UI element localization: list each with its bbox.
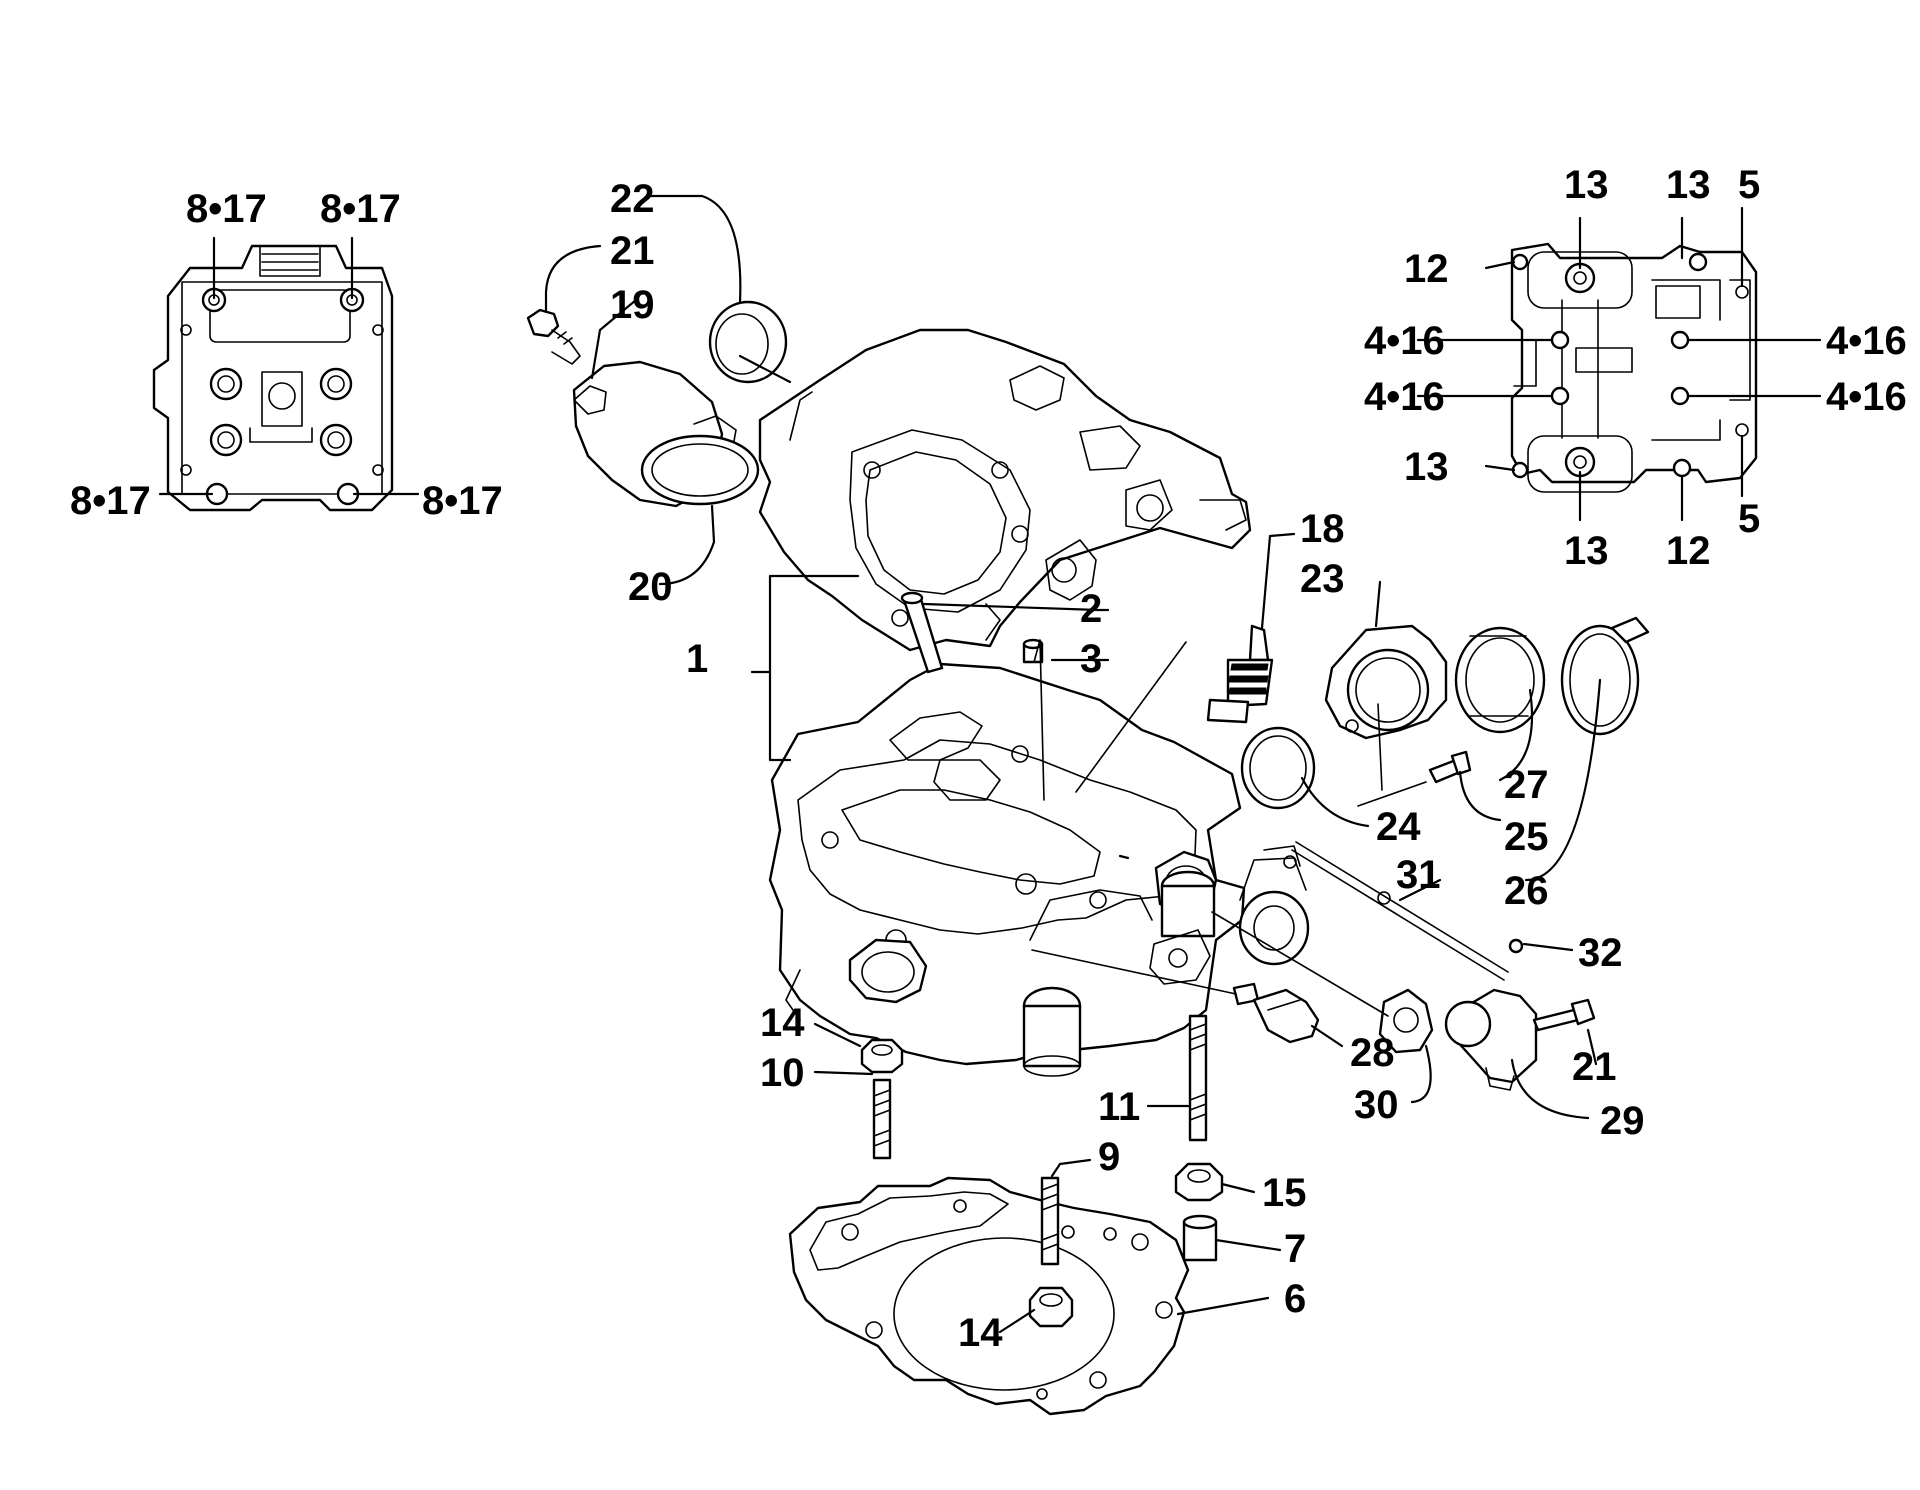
head-gasket [788, 1176, 1190, 1416]
temp-sensor-part-28 [1232, 982, 1320, 1044]
callout-4-16-right-1: 4•16 [1826, 319, 1907, 363]
callout-4-16-right-2: 4•16 [1826, 375, 1907, 419]
dowel-part-3 [1022, 638, 1044, 664]
callout-25: 25 [1504, 815, 1549, 859]
callout-4-16-left-1: 4•16 [1364, 319, 1445, 363]
bolt-part-21-lower [1532, 998, 1596, 1032]
thermostat-part-30 [1378, 988, 1434, 1054]
callout-8-17-top-right: 8•17 [320, 187, 401, 231]
callout-13-b: 13 [1666, 163, 1711, 207]
callout-27: 27 [1504, 763, 1549, 807]
head-top-view-detail [152, 236, 420, 512]
cylinder-head [768, 662, 1310, 1077]
seal-ring-part-22 [708, 300, 788, 384]
callout-15: 15 [1262, 1171, 1307, 1215]
callout-13-d: 13 [1564, 529, 1609, 573]
callout-13-a: 13 [1564, 163, 1609, 207]
callout-11: 11 [1098, 1085, 1140, 1129]
hose-clamp-part-26 [1560, 616, 1650, 736]
callout-21-upper: 21 [610, 229, 655, 273]
callout-24: 24 [1376, 805, 1421, 849]
stud-part-9 [1040, 1176, 1060, 1266]
callout-12-top: 12 [1404, 247, 1449, 291]
callout-labels: 8•17 8•17 8•17 8•17 22 21 19 20 1 2 3 18… [70, 163, 1907, 1355]
callout-1: 1 [686, 637, 708, 681]
callout-8-17-bottom-left: 8•17 [70, 479, 151, 523]
callout-4-16-left-2: 4•16 [1364, 375, 1445, 419]
callout-5-bottom: 5 [1738, 497, 1760, 541]
screw-part-25 [1428, 750, 1472, 784]
callout-22: 22 [610, 177, 655, 221]
callout-30: 30 [1354, 1083, 1399, 1127]
thermostat-cover-part-29 [1444, 988, 1538, 1091]
callout-28: 28 [1350, 1031, 1395, 1075]
callout-8-17-top-left: 8•17 [186, 187, 267, 231]
callout-19: 19 [610, 283, 655, 327]
callout-32: 32 [1578, 931, 1623, 975]
spark-plug-part-18 [1206, 624, 1274, 724]
callout-2: 2 [1080, 587, 1102, 631]
nut-part-15 [1174, 1162, 1224, 1202]
nut-part-14-lower [1028, 1286, 1074, 1328]
coolant-tube-part-31 [1291, 841, 1509, 981]
o-ring-part-24 [1240, 726, 1316, 810]
callout-21-lower: 21 [1572, 1045, 1617, 1089]
nut-part-14-upper [860, 1038, 904, 1074]
leader-lines [544, 194, 1602, 1334]
callout-9: 9 [1098, 1135, 1120, 1179]
callout-26: 26 [1504, 869, 1549, 913]
bolt-part-21-upper [526, 308, 581, 365]
callout-7: 7 [1284, 1227, 1306, 1271]
head-bottom-view-detail [1416, 206, 1822, 522]
callout-23: 23 [1300, 557, 1345, 601]
callout-13-c: 13 [1404, 445, 1449, 489]
bleed-screw-part-32 [1508, 938, 1524, 954]
intake-boot-part-23 [1324, 624, 1448, 740]
callout-14-upper: 14 [760, 1001, 805, 1045]
callout-6: 6 [1284, 1277, 1306, 1321]
stud-part-10 [872, 1078, 892, 1160]
callout-18: 18 [1300, 507, 1345, 551]
valve-guide-part-2 [900, 591, 944, 674]
callout-10: 10 [760, 1051, 805, 1095]
callout-14-lower: 14 [958, 1311, 1003, 1355]
o-ring-part-20 [640, 434, 760, 506]
callout-8-17-bottom-right: 8•17 [422, 479, 503, 523]
intake-sleeve-part-27 [1454, 626, 1546, 734]
callout-3: 3 [1080, 637, 1102, 681]
callout-31: 31 [1396, 853, 1441, 897]
callout-5-top: 5 [1738, 163, 1760, 207]
callout-29: 29 [1600, 1099, 1645, 1143]
callout-12-bottom: 12 [1666, 529, 1711, 573]
callout-20: 20 [628, 565, 673, 609]
stud-part-11 [1188, 1014, 1208, 1142]
valve-cover [758, 328, 1252, 652]
dowel-part-7 [1182, 1214, 1218, 1262]
